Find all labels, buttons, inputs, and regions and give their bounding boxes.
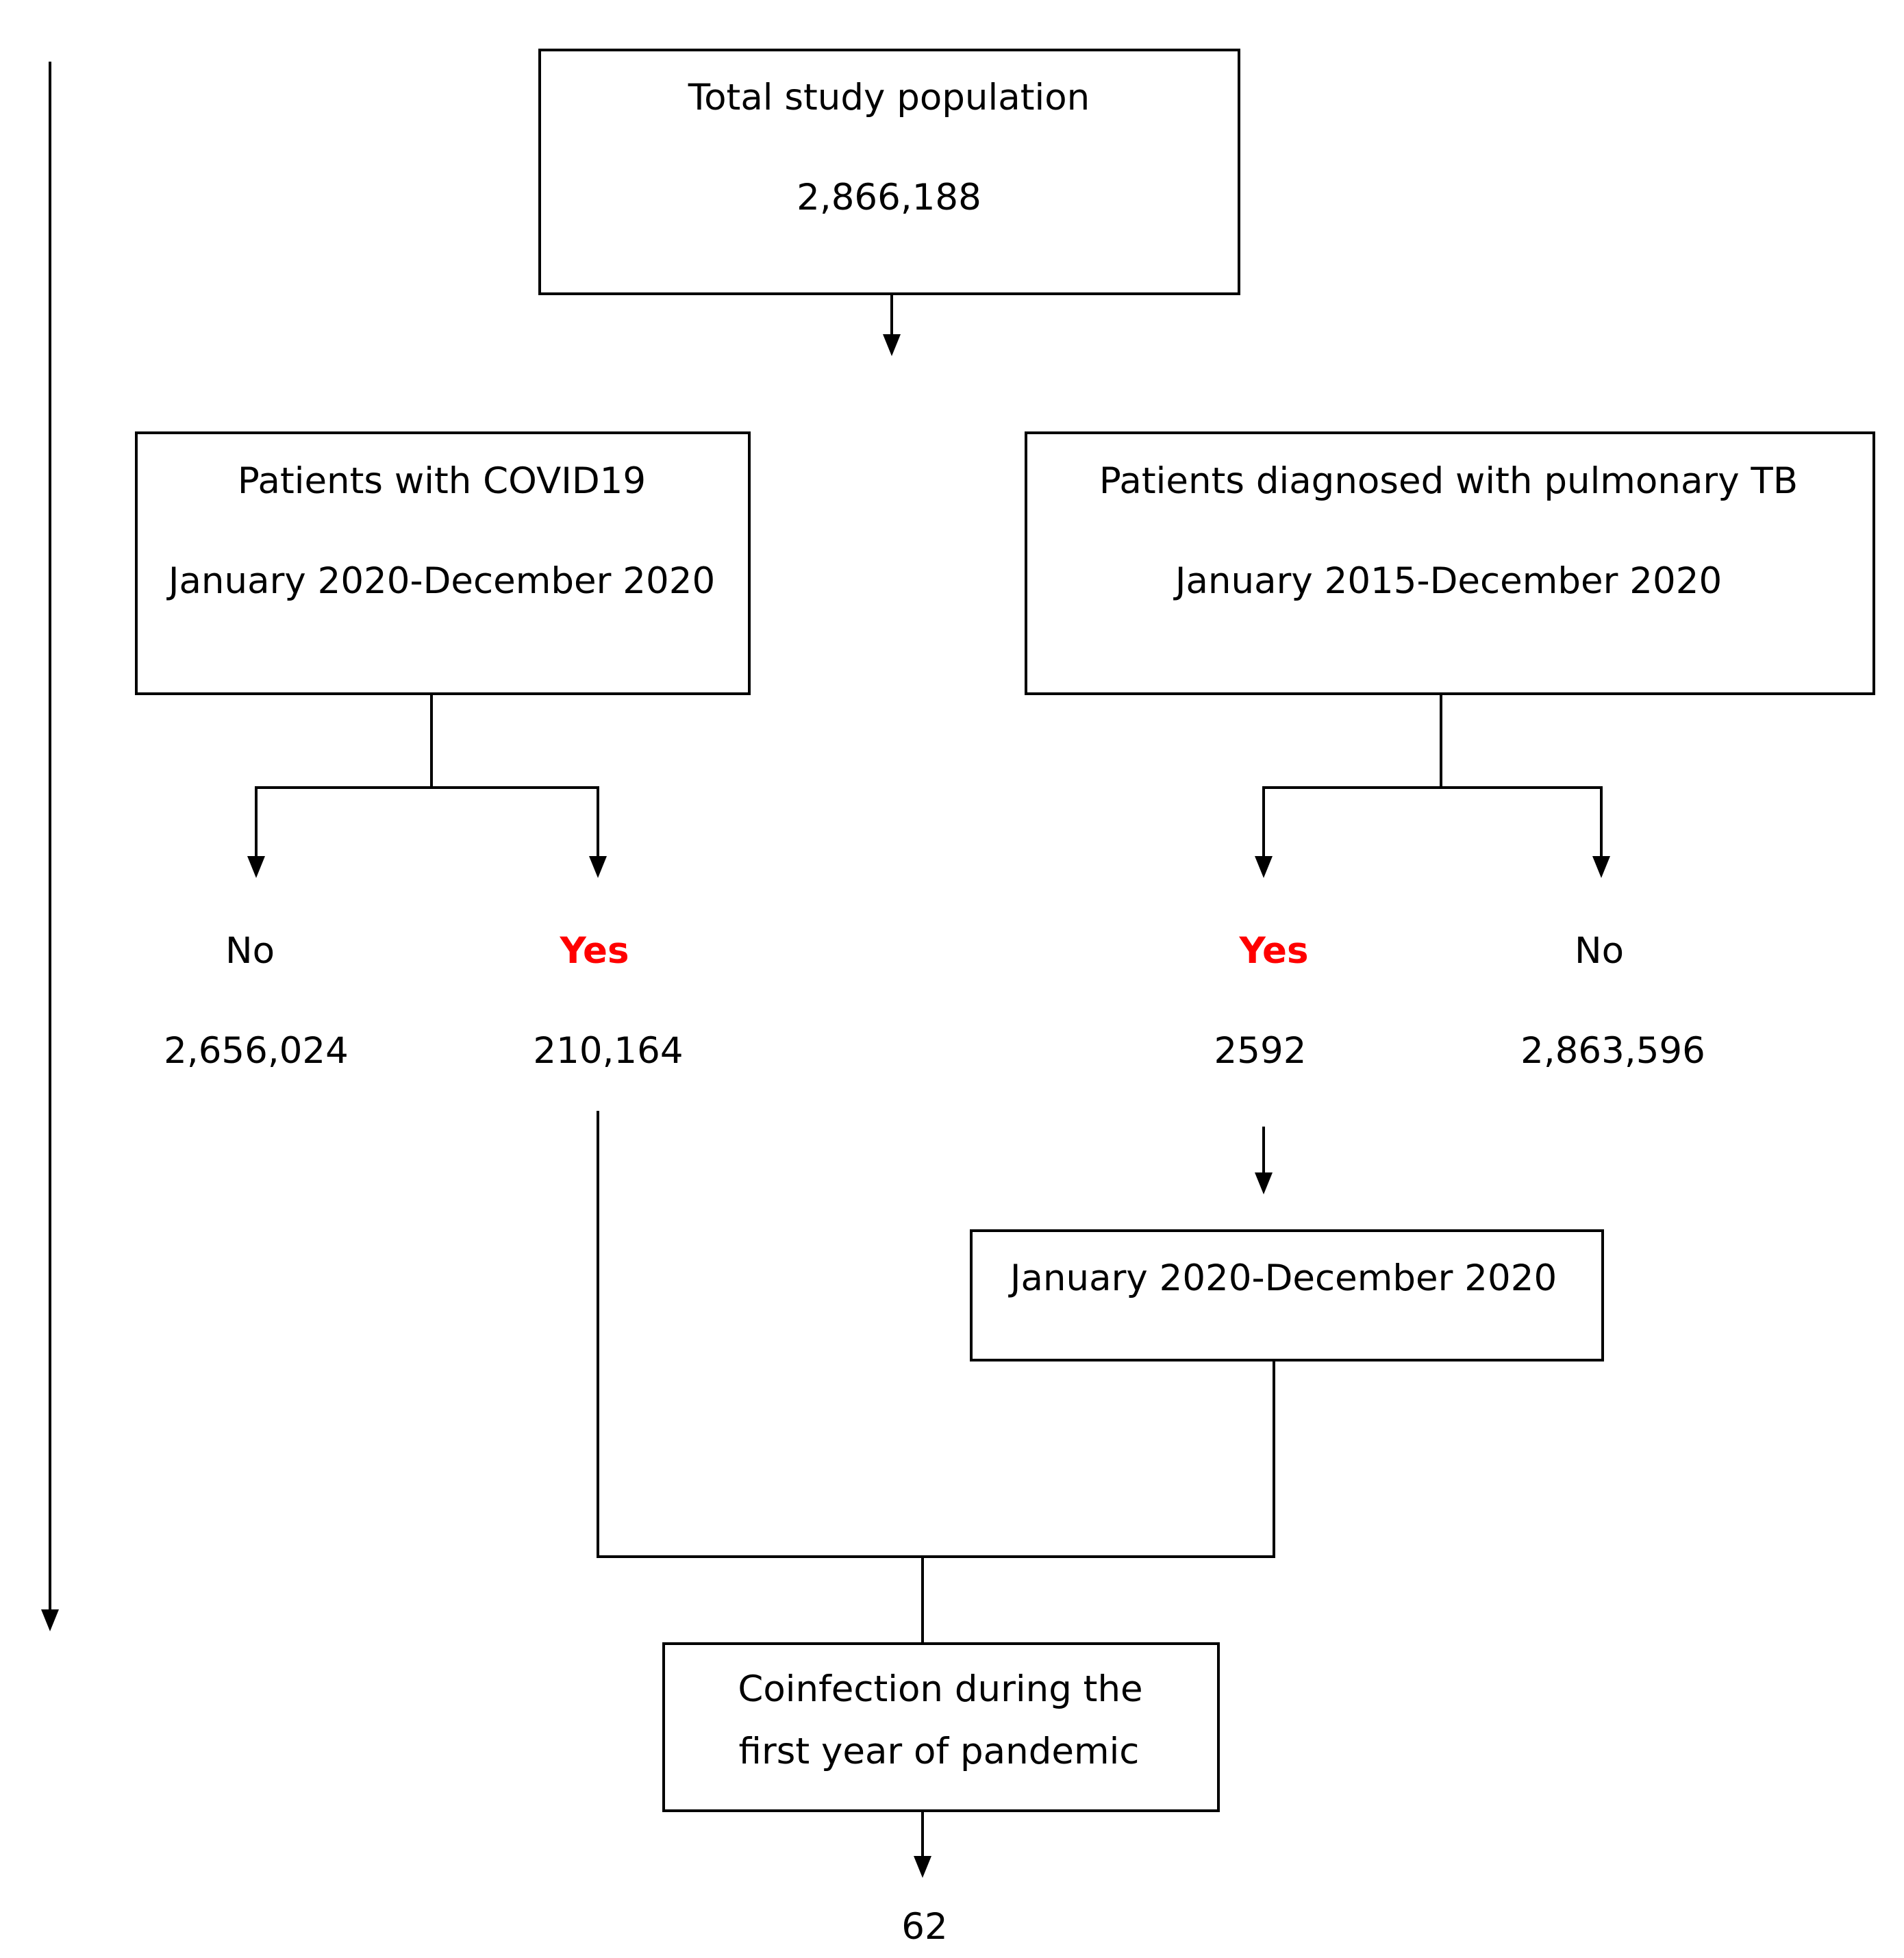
covid-yes-arrowhead bbox=[589, 856, 607, 878]
tb-no-arrowhead bbox=[1592, 856, 1610, 878]
covid-no-count: 2,656,024 bbox=[164, 1030, 349, 1072]
tb-no-count: 2,863,596 bbox=[1520, 1030, 1705, 1072]
covid-branch-connector-yes bbox=[431, 786, 599, 864]
total-population-count: 2,866,188 bbox=[797, 177, 981, 218]
tb-yes-arrowhead bbox=[1255, 856, 1273, 878]
covid-branch-connector bbox=[255, 695, 433, 864]
timeline-arrowhead bbox=[41, 1609, 59, 1631]
tb-yes-filter-arrowhead bbox=[1255, 1172, 1273, 1194]
covid-patients-period: January 2020-December 2020 bbox=[168, 560, 716, 602]
covid-yes-merge-line bbox=[597, 1111, 1275, 1558]
coinfection-line2: first year of pandemic bbox=[738, 1731, 1140, 1772]
covid-no-arrowhead bbox=[247, 856, 265, 878]
tb-period-filter-label: January 2020-December 2020 bbox=[1010, 1257, 1557, 1299]
tb-yes-count: 2592 bbox=[1214, 1030, 1307, 1072]
total-arrowhead bbox=[883, 334, 901, 356]
total-population-label: Total study population bbox=[688, 77, 1090, 118]
tb-no-label: No bbox=[1574, 930, 1625, 972]
covid-yes-label: Yes bbox=[560, 930, 629, 972]
coinfection-count: 62 bbox=[901, 1906, 948, 1948]
covid-patients-box bbox=[135, 431, 751, 695]
coinfection-line1: Coinfection during the bbox=[738, 1668, 1143, 1710]
tb-patients-box bbox=[1025, 431, 1875, 695]
tb-branch-connector bbox=[1262, 695, 1442, 864]
covid-patients-title: Patients with COVID19 bbox=[237, 460, 647, 502]
tb-patients-title: Patients diagnosed with pulmonary TB bbox=[1099, 460, 1799, 502]
coinfection-box bbox=[662, 1642, 1220, 1812]
tb-yes-label: Yes bbox=[1239, 930, 1309, 972]
total-population-box bbox=[538, 49, 1240, 295]
tb-branch-connector-no bbox=[1441, 786, 1603, 864]
tb-patients-period: January 2015-December 2020 bbox=[1175, 560, 1723, 602]
result-arrowhead bbox=[914, 1856, 931, 1878]
covid-no-label: No bbox=[225, 930, 275, 972]
covid-yes-count: 210,164 bbox=[533, 1030, 684, 1072]
tb-period-filter-box bbox=[970, 1229, 1604, 1361]
